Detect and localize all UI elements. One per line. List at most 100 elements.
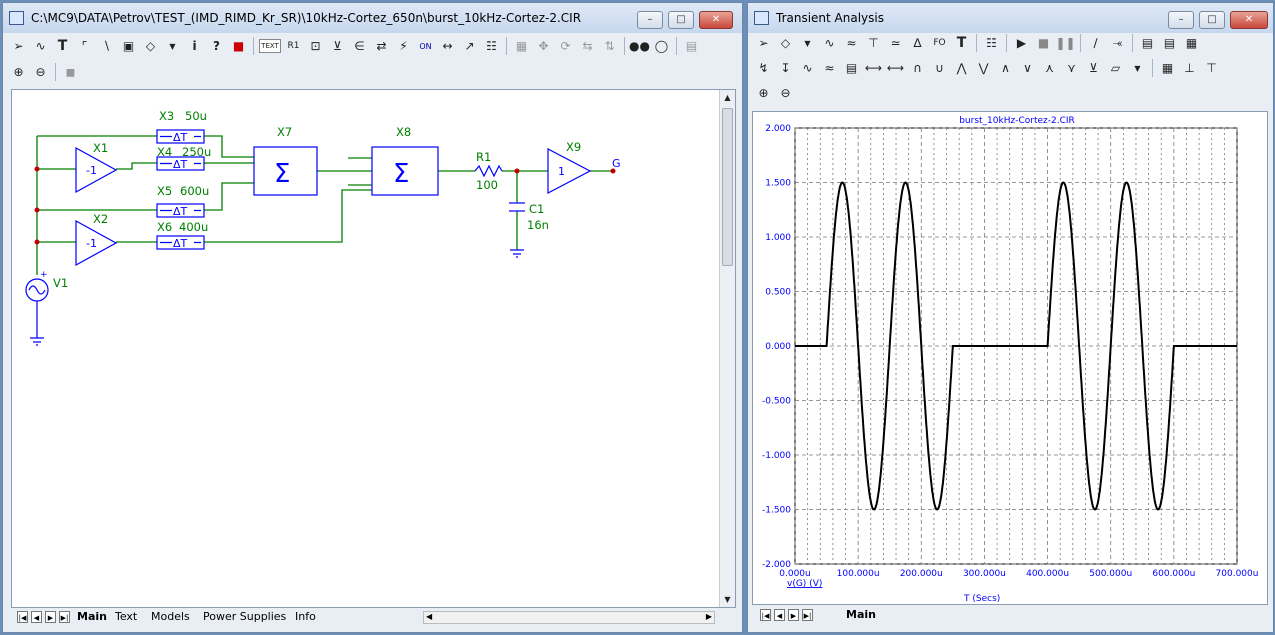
- schematic-canvas[interactable]: -1 -1 1 ΔT ΔT ΔT ΔT Σ Σ G + X1 X2 X3 50u…: [11, 89, 736, 608]
- dropdown-arrow-icon[interactable]: ▼: [1134, 63, 1141, 73]
- help-icon[interactable]: ?: [213, 39, 220, 53]
- prev-page-button[interactable]: ◀: [31, 611, 42, 623]
- close-button[interactable]: ✕: [699, 11, 733, 29]
- mirror-icon[interactable]: ⇆: [582, 39, 593, 53]
- peak-icon[interactable]: ≃: [890, 36, 901, 50]
- scroll-down-button[interactable]: ▼: [724, 595, 731, 604]
- grid-fine-icon[interactable]: ▦: [1185, 36, 1198, 50]
- first-page-button[interactable]: |◀: [17, 611, 28, 623]
- cursor-left-icon[interactable]: ↯: [758, 61, 769, 75]
- zoom-in-icon[interactable]: ⊕: [13, 65, 24, 79]
- line-icon[interactable]: ∕: [1093, 36, 1098, 50]
- flip-icon[interactable]: ⇄: [376, 39, 387, 53]
- run-icon[interactable]: ▶: [1016, 36, 1027, 50]
- formula-icon[interactable]: FO: [933, 38, 946, 48]
- next-page-button[interactable]: ▶: [788, 609, 799, 621]
- schematic-titlebar[interactable]: C:\MC9\DATA\Petrov\TEST_(IMD_RIMD_Kr_SR)…: [3, 3, 742, 33]
- line-points-icon[interactable]: ⤛: [1112, 35, 1123, 50]
- align-cursor-icon[interactable]: ⊥: [1184, 61, 1195, 75]
- pointer-icon[interactable]: ↗: [464, 39, 475, 53]
- low-icon[interactable]: ⋁: [978, 61, 989, 75]
- global-high-icon[interactable]: ∨: [1023, 61, 1032, 75]
- last-page-button[interactable]: ▶|: [802, 609, 813, 621]
- valley-icon[interactable]: ∪: [935, 61, 944, 75]
- minimize-button[interactable]: –: [637, 11, 663, 29]
- grid-coarse-icon[interactable]: ▤: [1141, 36, 1154, 50]
- zoom-out-icon[interactable]: ⊖: [780, 86, 791, 100]
- stop-icon[interactable]: ■: [1037, 36, 1050, 50]
- rotate-icon[interactable]: ⟳: [560, 39, 571, 53]
- component-icon[interactable]: ▣: [122, 39, 135, 53]
- scroll-thumb[interactable]: [722, 108, 733, 266]
- schematic-vertical-scrollbar[interactable]: ▲ ▼: [719, 90, 735, 607]
- cursor-right-icon[interactable]: ↧: [780, 61, 791, 75]
- scroll-right-icon[interactable]: ▶: [705, 612, 712, 621]
- next-level-icon[interactable]: ⟷: [864, 61, 883, 75]
- select-arrow-icon[interactable]: ➢: [13, 39, 24, 53]
- power-icon[interactable]: ⚡: [399, 39, 408, 53]
- pause-icon[interactable]: ❚❚: [1055, 36, 1076, 50]
- cursor-slope-icon[interactable]: ∿: [802, 61, 813, 75]
- zoom-out-icon[interactable]: ⊖: [35, 65, 46, 79]
- ruler-icon[interactable]: ↔: [442, 39, 453, 53]
- flip-x-icon[interactable]: ⇅: [604, 39, 615, 53]
- prev-level-icon[interactable]: ⟷: [886, 61, 905, 75]
- last-page-button[interactable]: ▶|: [59, 611, 70, 623]
- inflection-icon[interactable]: ∧: [1001, 61, 1010, 75]
- chart-icon[interactable]: ▤: [845, 61, 858, 75]
- find-icon[interactable]: ●●: [629, 39, 650, 53]
- close-button[interactable]: ✕: [1230, 11, 1268, 29]
- zoom-in-icon[interactable]: ⊕: [758, 86, 769, 100]
- text-mode-icon[interactable]: TEXT: [259, 39, 281, 53]
- mode-icon[interactable]: ◇: [145, 39, 156, 53]
- move-icon[interactable]: ✥: [538, 39, 549, 53]
- scroll-left-icon[interactable]: ◀: [426, 612, 433, 621]
- tab-main[interactable]: Main: [77, 610, 107, 623]
- first-page-button[interactable]: |◀: [760, 609, 771, 621]
- camera-icon[interactable]: ◼: [65, 65, 76, 79]
- global-low-icon[interactable]: ⋏: [1045, 61, 1054, 75]
- tab-text[interactable]: Text: [115, 610, 138, 623]
- tab-power-supplies[interactable]: Power Supplies: [203, 610, 287, 623]
- tab-main[interactable]: Main: [846, 608, 876, 621]
- peak-icon[interactable]: ∩: [913, 61, 922, 75]
- next-page-button[interactable]: ▶: [45, 611, 56, 623]
- diagonal-wire-icon[interactable]: ∖: [102, 39, 111, 53]
- probe-icon[interactable]: ■: [232, 39, 245, 53]
- minimize-button[interactable]: –: [1168, 11, 1194, 29]
- waveform-icon[interactable]: ≈: [846, 36, 857, 50]
- dropdown-arrow-icon[interactable]: ▼: [804, 38, 811, 48]
- text-tool-icon[interactable]: T: [57, 38, 68, 54]
- on-off-icon[interactable]: ON: [419, 41, 432, 51]
- select-arrow-icon[interactable]: ➢: [758, 36, 769, 50]
- binoculars-icon[interactable]: ◯: [654, 39, 669, 53]
- scale-icon[interactable]: ∿: [824, 36, 835, 50]
- table-icon[interactable]: ▦: [1161, 61, 1174, 75]
- cursor-sine-icon[interactable]: ≈: [824, 61, 835, 75]
- node-numbers-icon[interactable]: R1: [287, 41, 300, 51]
- delta-icon[interactable]: ∆: [913, 36, 922, 50]
- tag-icon[interactable]: ⊤: [868, 36, 879, 50]
- properties-icon[interactable]: ☷: [986, 36, 997, 50]
- text-tool-icon[interactable]: T: [956, 35, 967, 51]
- pin-connections-icon[interactable]: ⊡: [310, 39, 321, 53]
- prev-page-button[interactable]: ◀: [774, 609, 785, 621]
- high-icon[interactable]: ⋀: [956, 61, 967, 75]
- properties-icon[interactable]: ☷: [486, 39, 497, 53]
- tag-mode-icon[interactable]: ▱: [1110, 61, 1121, 75]
- scroll-up-button[interactable]: ▲: [724, 93, 731, 102]
- ortho-wire-icon[interactable]: ⌜: [81, 39, 88, 53]
- dropdown-arrow-icon[interactable]: ▼: [169, 41, 176, 51]
- align-value-icon[interactable]: ⊤: [1206, 61, 1217, 75]
- node-voltages-icon[interactable]: ⊻: [333, 39, 342, 53]
- top-icon[interactable]: ⋎: [1067, 61, 1076, 75]
- grid-icon[interactable]: ▦: [515, 39, 528, 53]
- grid-medium-icon[interactable]: ▤: [1163, 36, 1176, 50]
- display-icon[interactable]: ▤: [685, 39, 698, 53]
- info-icon[interactable]: i: [192, 39, 197, 53]
- tab-models[interactable]: Models: [151, 610, 190, 623]
- analysis-titlebar[interactable]: Transient Analysis – □ ✕: [748, 3, 1273, 33]
- wire-icon[interactable]: ∿: [35, 39, 46, 53]
- tab-info[interactable]: Info: [295, 610, 316, 623]
